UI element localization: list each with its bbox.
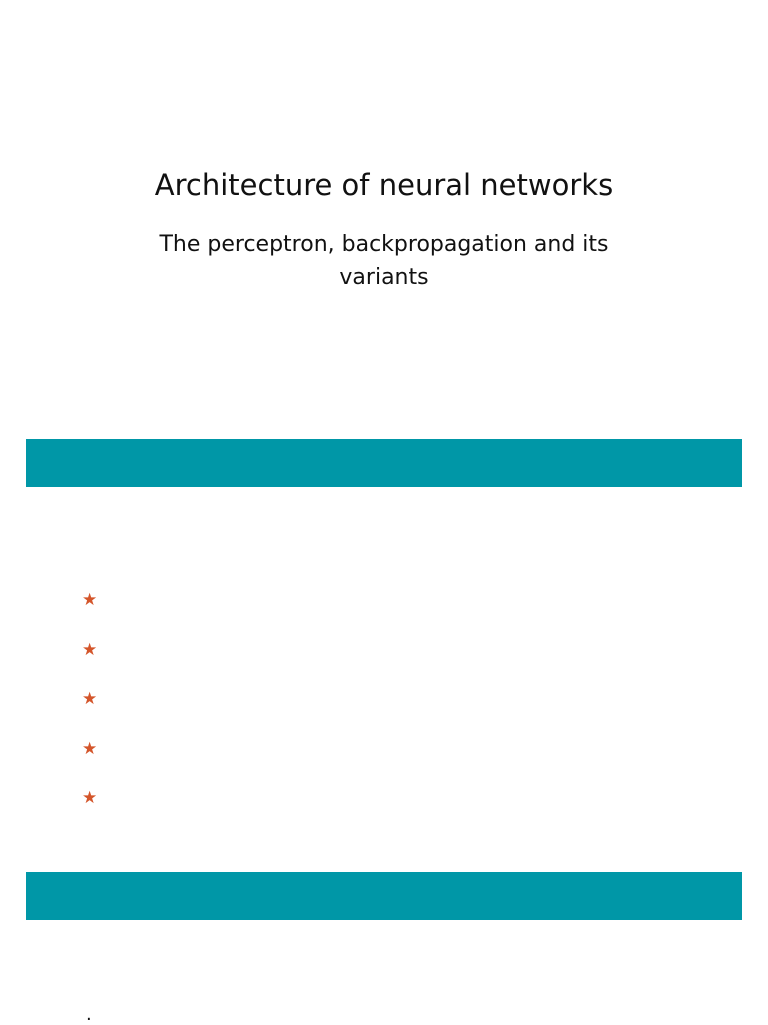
list-item: ★ [82, 785, 109, 835]
list-item: ★ [82, 736, 109, 786]
list-item: ★ [82, 686, 109, 736]
star-icon: ★ [82, 590, 98, 610]
section-header-bar [26, 872, 742, 920]
footer-mark: . [86, 1004, 92, 1025]
page-subtitle: The perceptron, backpropagation and its … [159, 232, 609, 290]
list-item: ★ [82, 637, 109, 687]
list-item: ★ [82, 587, 109, 637]
star-icon: ★ [82, 639, 98, 660]
page-title: Architecture of neural networks [154, 168, 614, 203]
star-icon: ★ [82, 738, 98, 759]
star-icon: ★ [82, 788, 98, 809]
bullet-list: ★ ★ ★ ★ ★ [82, 587, 109, 835]
star-icon: ★ [82, 689, 98, 710]
section-header-bar [26, 439, 742, 487]
